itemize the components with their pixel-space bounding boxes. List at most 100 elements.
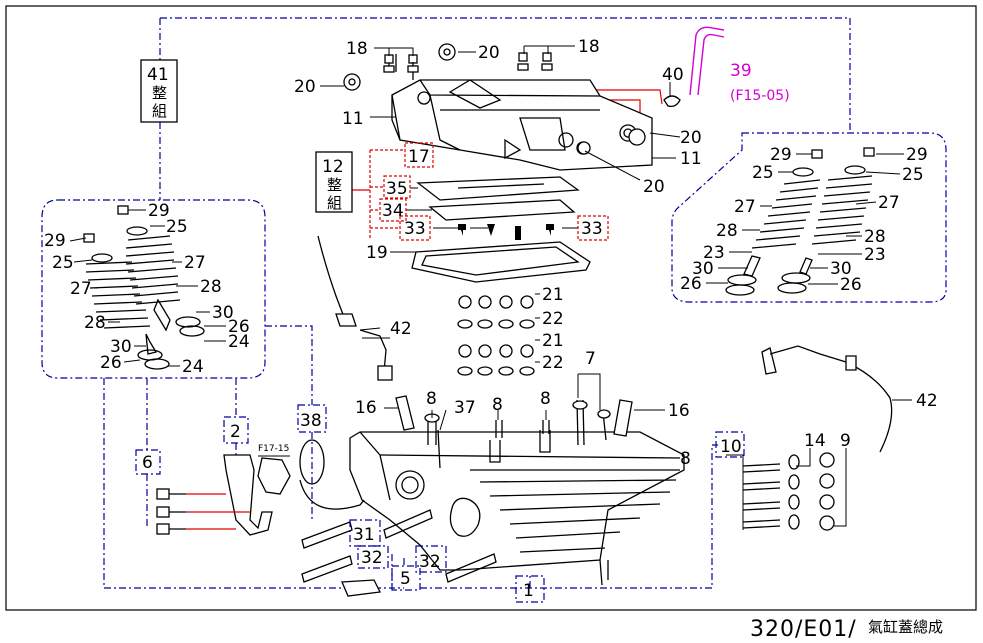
label-18: 18 [346, 39, 368, 59]
label-29: 29 [44, 231, 66, 251]
gasket-bolts [458, 224, 554, 240]
cylinder-head-cover [391, 79, 653, 171]
label-29: 29 [770, 145, 792, 165]
label-11: 11 [680, 149, 702, 169]
label-1: 1 [523, 581, 534, 601]
label-34: 34 [382, 201, 404, 221]
thermostat-bolts [156, 488, 250, 535]
studs-washers-nuts [742, 448, 847, 531]
head-cover-gasket [411, 241, 591, 283]
label-7: 7 [585, 349, 596, 369]
part-numbers: 18 20 20 18 11 20 20 11 40 39 (F15-05) 4… [44, 37, 938, 601]
temperature-sensor-left [317, 235, 393, 381]
temperature-sensor-right [761, 345, 893, 453]
label-40: 40 [662, 65, 684, 85]
label-24: 24 [182, 357, 204, 377]
label-20: 20 [294, 77, 316, 97]
label-31: 31 [353, 525, 375, 545]
spark-plugs [395, 395, 633, 437]
label-26: 26 [100, 353, 122, 373]
label-25: 25 [52, 253, 74, 273]
label-28: 28 [716, 221, 738, 241]
label-25: 25 [902, 165, 924, 185]
label-21: 21 [542, 331, 564, 351]
label-27: 27 [734, 197, 756, 217]
label-25: 25 [752, 163, 774, 183]
cover-bolts [383, 52, 553, 80]
label-14: 14 [804, 431, 826, 451]
label-30: 30 [110, 337, 132, 357]
diagram-border [5, 5, 977, 611]
label-35: 35 [386, 179, 408, 199]
label-8: 8 [680, 449, 691, 469]
label-12-char2: 組 [327, 194, 342, 212]
label-41-char2: 組 [152, 102, 167, 120]
label-17: 17 [408, 147, 430, 167]
label-30: 30 [212, 303, 234, 323]
label-24: 24 [228, 332, 250, 352]
label-32: 32 [419, 552, 441, 572]
label-30: 30 [692, 259, 714, 279]
label-2: 2 [230, 422, 241, 442]
label-f17-15: F17-15 [258, 444, 289, 454]
label-38: 38 [300, 411, 322, 431]
label-12-char1: 整 [327, 176, 342, 194]
leader-lines [69, 45, 912, 530]
label-8: 8 [492, 395, 503, 415]
label-41-char1: 整 [152, 84, 167, 102]
label-23: 23 [703, 243, 725, 263]
label-26: 26 [228, 317, 250, 337]
label-28: 28 [84, 313, 106, 333]
label-12: 12 [322, 157, 344, 177]
label-28: 28 [864, 227, 886, 247]
cover-gaskets [416, 176, 580, 221]
exhaust-studs [301, 509, 497, 597]
label-32: 32 [361, 548, 383, 568]
grommets [343, 43, 646, 155]
footer-code: 320/E01/ [750, 617, 857, 642]
label-33: 33 [581, 219, 603, 239]
label-8: 8 [426, 389, 437, 409]
label-5: 5 [400, 569, 411, 589]
cylinder-head [349, 430, 685, 586]
group-lines [41, 17, 947, 589]
label-29: 29 [906, 145, 928, 165]
label-42: 42 [390, 319, 412, 339]
valve-springs-right [725, 147, 875, 296]
label-8: 8 [540, 389, 551, 409]
label-20: 20 [643, 177, 665, 197]
label-28: 28 [200, 277, 222, 297]
label-23: 23 [864, 245, 886, 265]
label-27: 27 [184, 253, 206, 273]
label-33: 33 [404, 219, 426, 239]
label-27: 27 [878, 193, 900, 213]
breather-hose [689, 26, 725, 96]
label-26: 26 [680, 274, 702, 294]
label-26: 26 [840, 275, 862, 295]
hose-clip [663, 95, 681, 108]
label-22: 22 [542, 353, 564, 373]
label-19: 19 [366, 243, 388, 263]
label-11: 11 [342, 109, 364, 129]
footer-title: 氣缸蓋總成 [868, 618, 943, 636]
label-39-ref: (F15-05) [730, 88, 790, 104]
label-27: 27 [70, 279, 92, 299]
label-10: 10 [720, 437, 742, 457]
label-30: 30 [830, 259, 852, 279]
label-21: 21 [542, 285, 564, 305]
label-18: 18 [578, 37, 600, 57]
label-22: 22 [542, 309, 564, 329]
label-20: 20 [478, 43, 500, 63]
label-boxes [135, 59, 745, 603]
thermostat-housing [223, 454, 365, 536]
label-16: 16 [355, 398, 377, 418]
label-37: 37 [454, 398, 476, 418]
label-20: 20 [680, 128, 702, 148]
valve-springs-left [83, 205, 205, 370]
label-42: 42 [916, 391, 938, 411]
label-39: 39 [730, 61, 752, 81]
label-29: 29 [148, 201, 170, 221]
nuts-and-washers [457, 295, 535, 376]
label-25: 25 [166, 217, 188, 237]
